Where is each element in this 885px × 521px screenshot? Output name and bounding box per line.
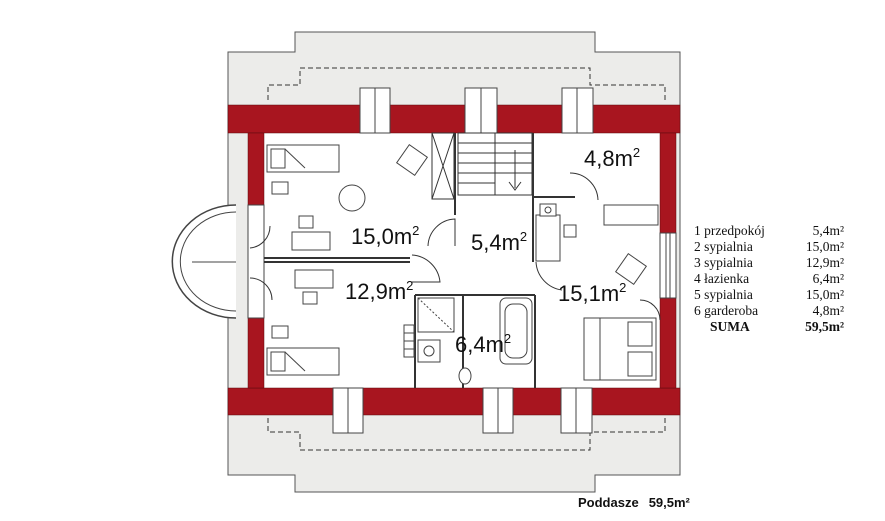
floor-caption: Poddasze 59,5m²: [578, 495, 690, 510]
staircase: [457, 132, 533, 196]
bathroom-fixtures: [403, 297, 533, 385]
interior-walls: [264, 133, 575, 388]
room-area-sypialnia-2: 15,0m2: [351, 223, 419, 249]
eave-dashed-top: [267, 67, 666, 100]
bay-window-inner: [179, 211, 237, 312]
floor-total-area: 59,5m²: [648, 495, 690, 510]
room-area-sypialnia-5: 15,1m2: [558, 280, 626, 306]
furniture: [266, 143, 659, 381]
chimney: [431, 132, 455, 200]
room-area-przedpokoj: 5,4m2: [471, 229, 527, 255]
doors: [249, 172, 661, 321]
walls: [227, 104, 681, 416]
room-area-sypialnia-3: 12,9m2: [345, 278, 413, 304]
eave-dashed-bottom: [267, 418, 666, 451]
floor-name: Poddasze: [578, 495, 639, 510]
window-sashes: [347, 88, 671, 433]
room-area-lazienka: 6,4m2: [455, 331, 511, 357]
room-area-garderoba: 4,8m2: [584, 145, 640, 171]
